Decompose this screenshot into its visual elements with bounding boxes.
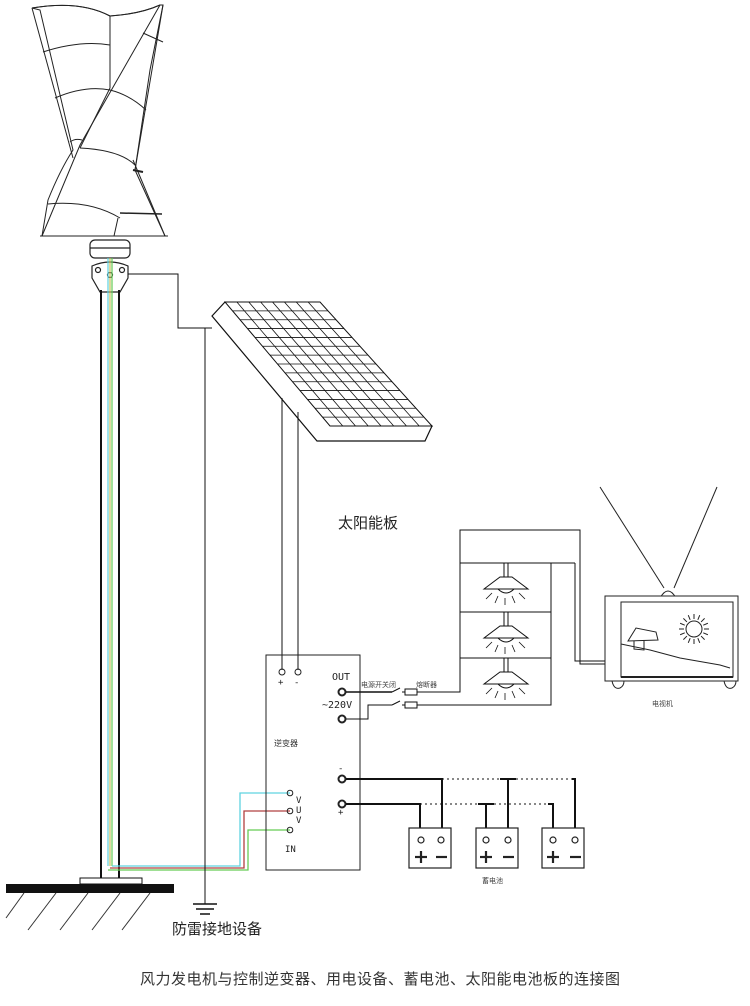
inverter-voltage-label: ~220V	[322, 700, 353, 711]
switch-label: 电源开关闭	[361, 681, 396, 689]
lightning-ground	[128, 273, 217, 915]
panel-cell-col-line	[260, 301, 369, 427]
battery-wires	[346, 778, 576, 830]
inverter-out-label: OUT	[332, 672, 351, 683]
in-terminal-v1-label: V	[296, 796, 302, 806]
panel-cell-col-line	[295, 301, 407, 427]
solar-panel-label: 太阳能板	[338, 514, 399, 532]
sun-ray	[683, 635, 688, 640]
battery-3	[541, 827, 585, 869]
sun-ray	[687, 614, 691, 620]
panel-cell-col-line	[236, 301, 344, 427]
battery-plus-terminal-label: +	[338, 808, 344, 818]
in-terminal-v2-label: V	[296, 816, 302, 826]
sun-ray	[679, 632, 685, 636]
grounding-label: 防雷接地设备	[172, 920, 263, 938]
solar-minus-terminal-label: -	[294, 678, 300, 688]
fuse-label: 熔断器	[416, 681, 437, 689]
sun-ray	[700, 635, 705, 640]
inverter-label: 逆变器	[274, 739, 298, 748]
tv-label: 电视机	[652, 700, 673, 708]
panel-cell-col-line	[272, 301, 382, 427]
battery-1	[408, 827, 452, 869]
solar-plus-terminal-label: +	[278, 678, 284, 688]
sun-ray	[679, 622, 685, 626]
in-terminal-u-label: U	[296, 806, 302, 816]
inverter	[265, 654, 361, 871]
panel-cell-col-line	[284, 301, 395, 427]
sun-ray	[703, 632, 709, 636]
solar-panel	[211, 301, 434, 670]
wind-turbine	[31, 4, 168, 237]
generator-wires	[108, 792, 290, 871]
panel-cell-col-line	[248, 301, 356, 427]
battery-minus-terminal-label: -	[338, 764, 344, 774]
inverter-in-label: IN	[285, 845, 296, 855]
sun-ray	[703, 622, 709, 626]
sun-ray	[683, 618, 688, 623]
panel-cell-col-line	[307, 301, 420, 427]
battery-2	[475, 827, 519, 869]
batteries	[408, 827, 585, 869]
turbine-pole	[100, 258, 120, 882]
lamp-icon	[482, 563, 530, 605]
lamp-icon	[482, 658, 530, 700]
sun-ray	[687, 638, 691, 644]
batteries-label: 蓄电池	[482, 877, 503, 885]
sun-ray	[697, 614, 701, 620]
sun-ray	[697, 638, 701, 644]
tv	[599, 486, 739, 689]
lamps	[482, 563, 530, 700]
sun-ray	[700, 618, 705, 623]
ac-output-wires	[346, 529, 608, 720]
diagram-caption: 风力发电机与控制逆变器、用电设备、蓄电池、太阳能电池板的连接图	[140, 970, 621, 988]
lamp-icon	[482, 612, 530, 654]
ground-base	[5, 877, 174, 931]
